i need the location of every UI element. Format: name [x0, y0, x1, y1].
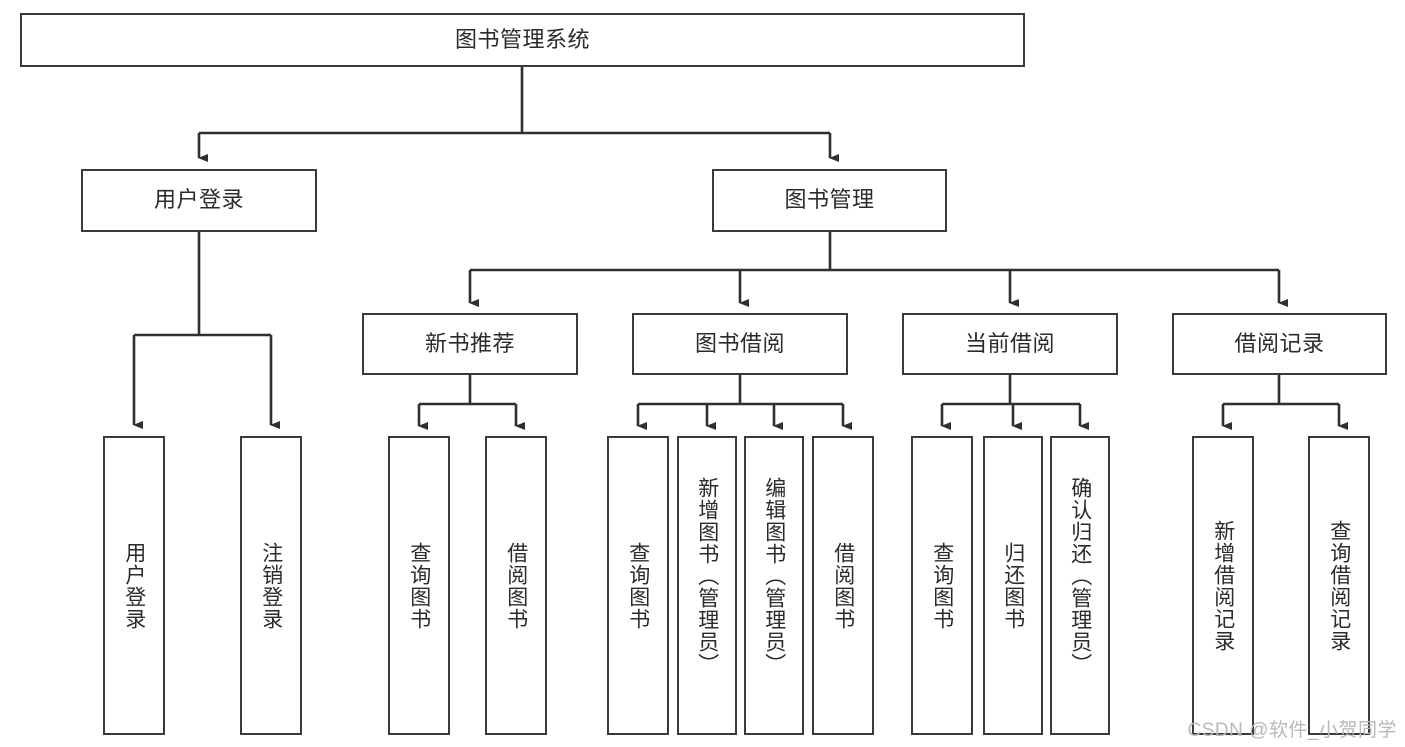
node-leaf-borrow-book-2[interactable]: 借阅图书 — [812, 436, 874, 735]
node-leaf-add-book[interactable]: 新增图书（管理员） — [677, 436, 737, 735]
node-new-book-recommend-label: 新书推荐 — [424, 330, 515, 356]
node-leaf-return-book-label: 归还图书 — [1001, 541, 1025, 630]
node-leaf-query-book-2[interactable]: 查询图书 — [607, 436, 669, 735]
node-root[interactable]: 图书管理系统 — [20, 13, 1025, 67]
node-book-manage[interactable]: 图书管理 — [712, 169, 947, 232]
node-borrow-record-label: 借阅记录 — [1234, 330, 1325, 356]
node-leaf-borrow-book-1[interactable]: 借阅图书 — [485, 436, 547, 735]
node-leaf-borrow-book-1-label: 借阅图书 — [504, 541, 528, 630]
node-leaf-borrow-book-2-label: 借阅图书 — [831, 541, 855, 630]
node-leaf-edit-book-label: 编辑图书（管理员） — [762, 476, 786, 675]
node-leaf-query-book-1-label: 查询图书 — [407, 541, 431, 630]
node-leaf-add-record-label: 新增借阅记录 — [1211, 519, 1235, 652]
node-book-manage-label: 图书管理 — [784, 187, 875, 213]
node-leaf-query-record[interactable]: 查询借阅记录 — [1308, 436, 1370, 735]
node-current-borrow-label: 当前借阅 — [964, 330, 1055, 356]
node-user-login[interactable]: 用户登录 — [81, 169, 317, 232]
node-leaf-user-login[interactable]: 用户登录 — [103, 436, 165, 735]
node-leaf-query-record-label: 查询借阅记录 — [1327, 519, 1351, 652]
node-leaf-return-book[interactable]: 归还图书 — [983, 436, 1043, 735]
node-user-login-label: 用户登录 — [153, 187, 244, 213]
node-root-label: 图书管理系统 — [454, 26, 590, 52]
node-leaf-edit-book[interactable]: 编辑图书（管理员） — [744, 436, 804, 735]
node-leaf-query-book-2-label: 查询图书 — [626, 541, 650, 630]
node-borrow-record[interactable]: 借阅记录 — [1172, 313, 1387, 375]
node-book-borrow-label: 图书借阅 — [694, 330, 785, 356]
node-leaf-add-record[interactable]: 新增借阅记录 — [1192, 436, 1254, 735]
node-leaf-confirm-return[interactable]: 确认归还（管理员） — [1050, 436, 1110, 735]
node-new-book-recommend[interactable]: 新书推荐 — [362, 313, 578, 375]
csdn-watermark: CSDN @软件_小贺同学 — [1187, 720, 1397, 741]
node-leaf-query-book-3[interactable]: 查询图书 — [911, 436, 973, 735]
node-leaf-add-book-label: 新增图书（管理员） — [695, 476, 719, 675]
node-leaf-logout[interactable]: 注销登录 — [240, 436, 302, 735]
node-book-borrow[interactable]: 图书借阅 — [632, 313, 848, 375]
node-leaf-query-book-1[interactable]: 查询图书 — [388, 436, 450, 735]
node-leaf-user-login-label: 用户登录 — [122, 541, 146, 630]
node-leaf-logout-label: 注销登录 — [259, 541, 283, 630]
node-leaf-query-book-3-label: 查询图书 — [930, 541, 954, 630]
node-leaf-confirm-return-label: 确认归还（管理员） — [1068, 476, 1092, 675]
node-current-borrow[interactable]: 当前借阅 — [902, 313, 1118, 375]
